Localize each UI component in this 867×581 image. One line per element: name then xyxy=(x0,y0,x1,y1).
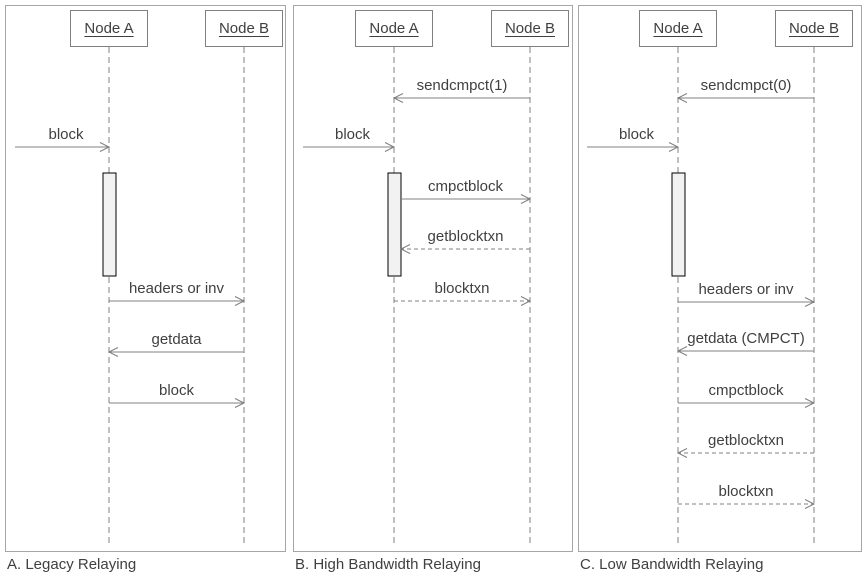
arrowhead-icon xyxy=(668,142,680,152)
node-b-box: Node B xyxy=(775,10,853,47)
activation-bar xyxy=(102,172,117,277)
node-a-box: Node A xyxy=(70,10,148,47)
arrowhead-icon xyxy=(520,194,532,204)
activation-bar xyxy=(387,172,402,277)
panel-legacy-relaying: Node A Node B block headers or inv getdata… xyxy=(5,5,286,552)
message-label: block xyxy=(158,382,195,399)
node-b-box: Node B xyxy=(205,10,283,47)
panel-c-caption: C. Low Bandwidth Relaying xyxy=(580,556,764,573)
message-label: getblocktxn xyxy=(708,432,784,449)
message-label: cmpctblock xyxy=(708,382,784,399)
arrowhead-icon xyxy=(520,296,532,306)
node-a-box: Node A xyxy=(639,10,717,47)
message-label: blocktxn xyxy=(434,280,490,297)
arrowhead-icon xyxy=(676,448,688,458)
panel-low-bandwidth-relaying: Node A Node B sendcmpct(0) block headers o… xyxy=(578,5,862,552)
incoming-block-label: block xyxy=(334,126,371,143)
message-label: getblocktxn xyxy=(427,228,504,245)
arrowhead-icon xyxy=(384,142,396,152)
message-label: headers or inv xyxy=(128,280,225,297)
panel-b-caption: B. High Bandwidth Relaying xyxy=(295,556,481,573)
arrowhead-icon xyxy=(99,142,111,152)
panel-c-drawing xyxy=(587,47,816,544)
arrowhead-icon xyxy=(676,93,688,103)
arrowhead-icon xyxy=(676,346,688,356)
panel-a-drawing xyxy=(15,47,246,544)
arrowhead-icon xyxy=(107,347,119,357)
message-label: headers or inv xyxy=(698,281,794,298)
activation-bar xyxy=(671,172,686,277)
incoming-block-label: block xyxy=(48,126,84,143)
arrowhead-icon xyxy=(234,398,246,408)
message-label: getdata (CMPCT) xyxy=(687,330,805,347)
message-label: blocktxn xyxy=(718,483,774,500)
panel-b-drawing xyxy=(303,47,532,544)
arrowhead-icon xyxy=(804,499,816,509)
message-label: getdata xyxy=(151,331,202,348)
arrowhead-icon xyxy=(399,244,411,254)
node-b-box: Node B xyxy=(491,10,569,47)
panel-high-bandwidth-relaying: Node A Node B sendcmpct(1) block cmpctbloc… xyxy=(293,5,573,552)
node-a-box: Node A xyxy=(355,10,433,47)
arrowhead-icon xyxy=(804,398,816,408)
message-label: sendcmpct(1) xyxy=(416,77,508,94)
arrowhead-icon xyxy=(234,296,246,306)
incoming-block-label: block xyxy=(618,126,655,143)
arrowhead-icon xyxy=(804,297,816,307)
message-label: sendcmpct(0) xyxy=(700,77,792,94)
message-label: cmpctblock xyxy=(427,178,504,195)
arrowhead-icon xyxy=(392,93,404,103)
panel-a-caption: A. Legacy Relaying xyxy=(7,556,137,573)
